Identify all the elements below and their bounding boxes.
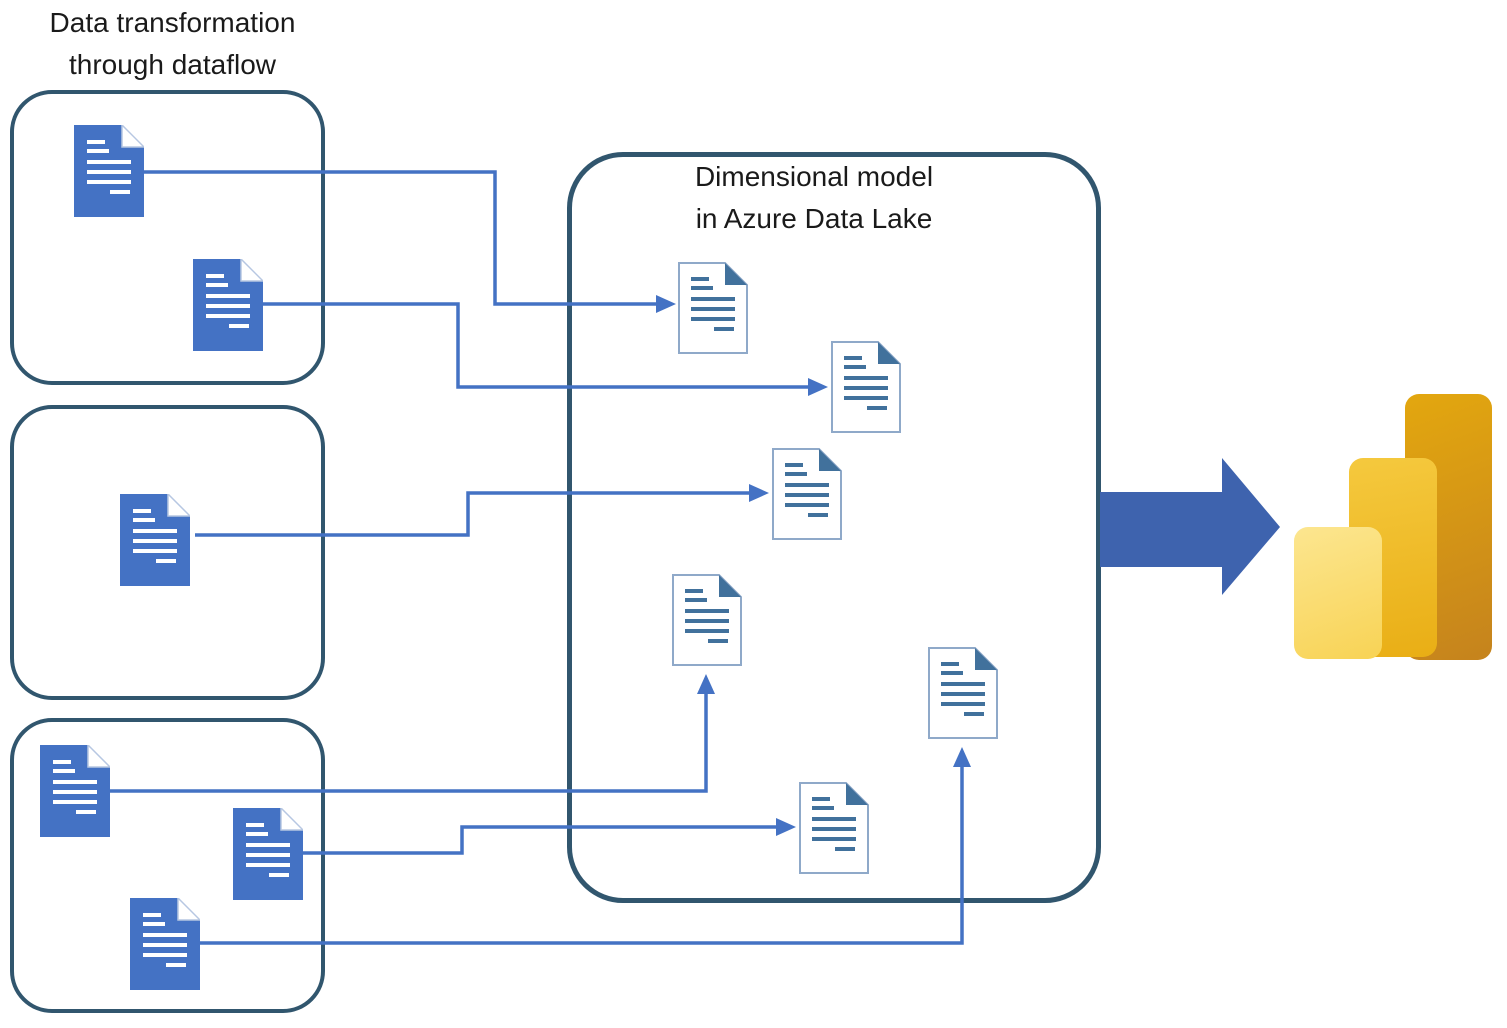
source-document-icon-4	[40, 745, 110, 837]
model-document-icon-4	[672, 574, 742, 666]
power-bi-bar-short	[1294, 527, 1382, 659]
model-document-icon-2	[831, 341, 901, 433]
source-document-icon-1	[74, 125, 144, 217]
source-document-icon-6	[130, 898, 200, 990]
model-document-icon-1	[678, 262, 748, 354]
left-group-title: Data transformation through dataflow	[49, 7, 296, 80]
source-document-icon-2	[193, 259, 263, 351]
source-document-icon-3	[120, 494, 190, 586]
source-document-icon-5	[233, 808, 303, 900]
dimensional-model-title: Dimensional model in Azure Data Lake	[694, 161, 934, 234]
big-right-arrow-icon	[1100, 458, 1280, 595]
model-document-icon-5	[799, 782, 869, 874]
model-document-icon-3	[772, 448, 842, 540]
source-box-1	[10, 90, 325, 385]
model-document-icon-6	[928, 647, 998, 739]
power-bi-logo	[1294, 394, 1492, 660]
